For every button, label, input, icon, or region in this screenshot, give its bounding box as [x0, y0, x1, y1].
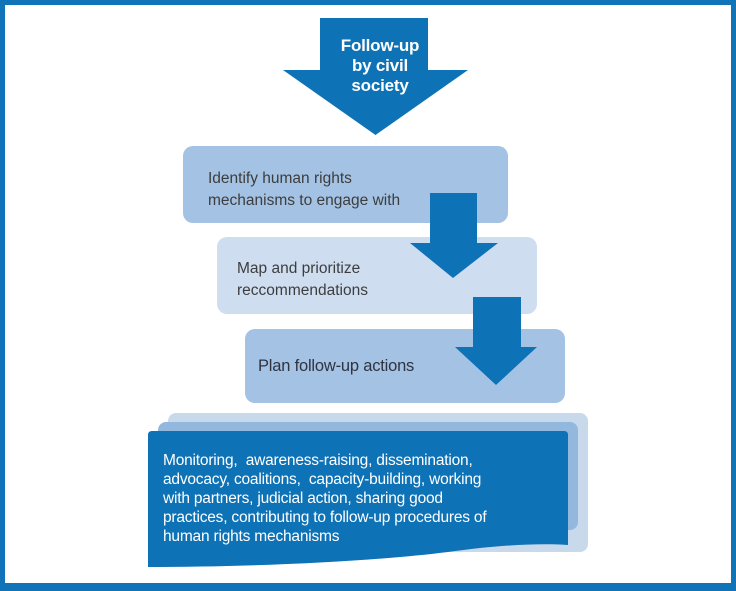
start-arrow-line: Follow-up: [340, 36, 420, 55]
step-text-line: Map and prioritize: [237, 260, 361, 277]
outcome-text-line: Monitoring, awareness-raising, dissemina…: [163, 452, 473, 469]
start-arrow-line: society: [351, 76, 409, 95]
outcome-text-line: with partners, judicial action, sharing …: [163, 490, 443, 507]
outcome-wave-box-shape: [148, 431, 568, 567]
outcome-text-line: human rights mechanisms: [163, 528, 340, 545]
start-arrow-line: by civil: [351, 56, 409, 75]
step-box-identify: Identify human rights mechanisms to enga…: [183, 146, 508, 223]
outcome-text: Monitoring, awareness-raising, dissemina…: [163, 451, 563, 546]
down-arrow-icon-2: [455, 297, 537, 385]
step-text-line: reccommendations: [237, 282, 368, 299]
start-arrow-label: Follow-up by civil society: [299, 36, 461, 96]
step-text-line: mechanisms to engage with: [208, 192, 401, 209]
down-arrow-icon-1: [410, 193, 498, 278]
big-down-arrow-icon: [283, 18, 468, 135]
outcome-text-line: practices, contributing to follow-up pro…: [163, 509, 487, 526]
step-text-line: Plan follow-up actions: [258, 357, 415, 375]
outcome-text-line: advocacy, coalitions, capacity-building,…: [163, 471, 482, 488]
step-text-line: Identify human rights: [208, 170, 352, 187]
